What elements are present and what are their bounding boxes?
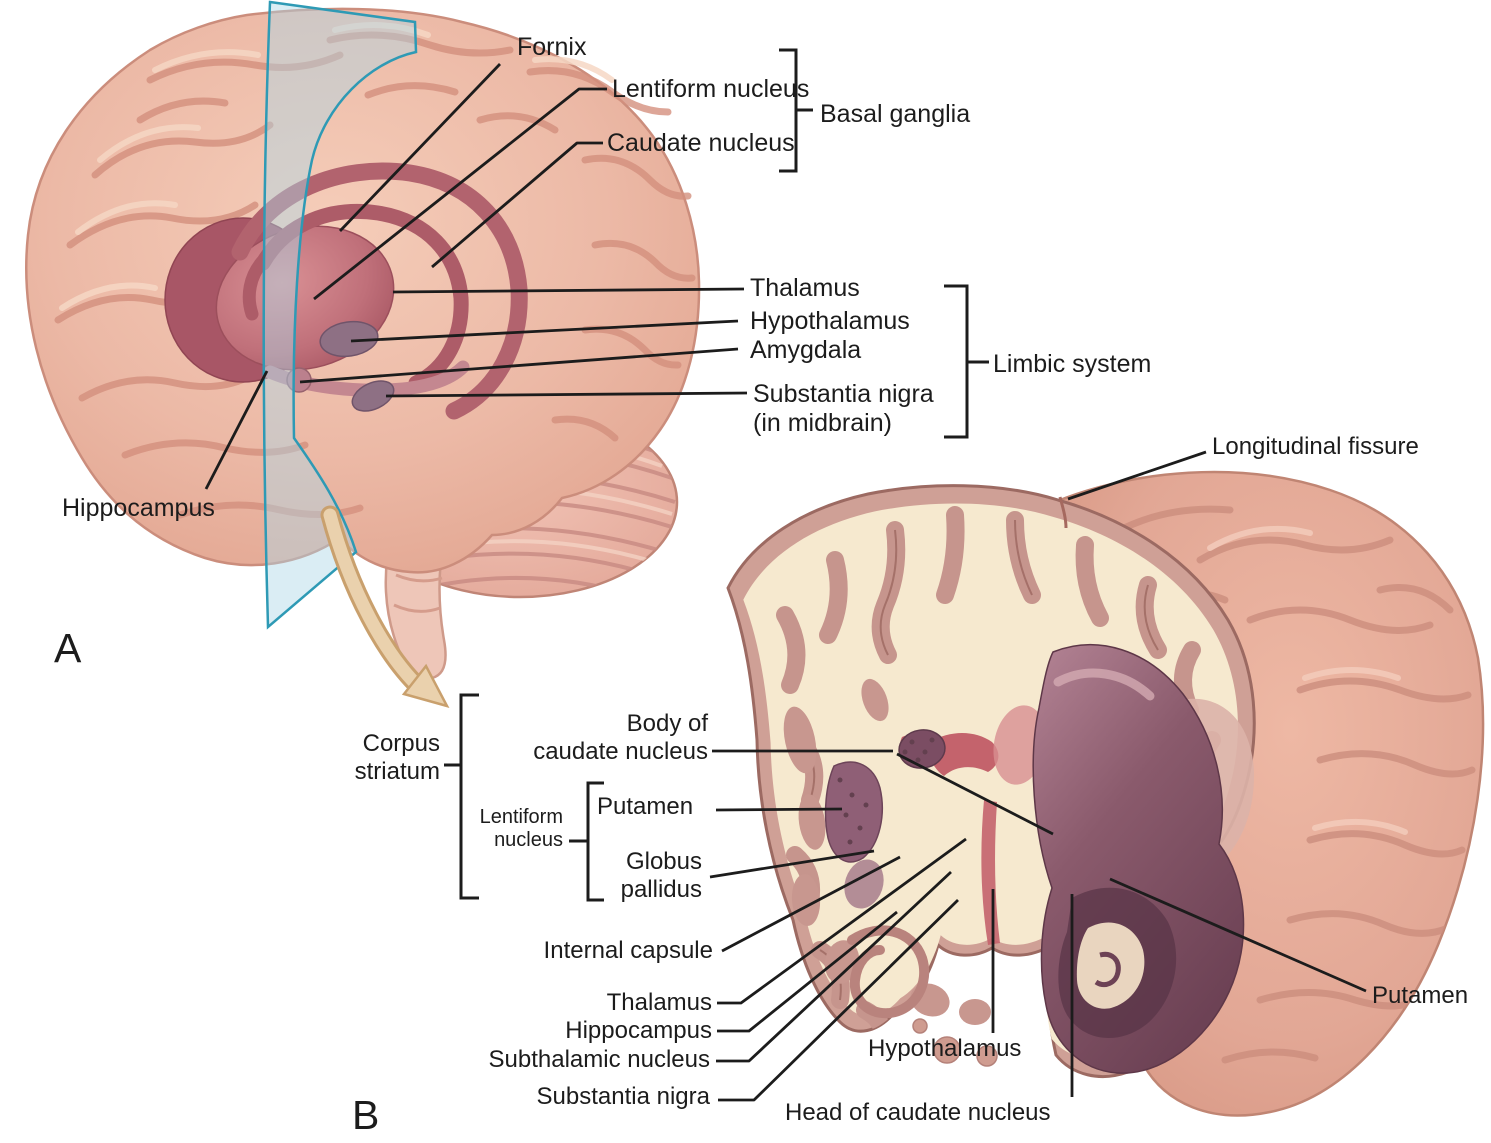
label-corpus-striatum-line2: striatum <box>354 757 440 785</box>
label-body-of-caudate-line2: caudate nucleus <box>533 737 708 765</box>
leader-hippocampus-a <box>204 370 269 490</box>
hemisphere-gyri <box>1116 505 1476 1064</box>
leader-caudate-a <box>431 141 603 269</box>
label-thalamus-a: Thalamus <box>750 274 860 302</box>
leader-fornix <box>338 63 502 232</box>
section-plane <box>262 0 418 630</box>
label-globus-line2: pallidus <box>620 875 702 903</box>
longitudinal-fissure-notch <box>1058 496 1068 529</box>
leader-lines <box>204 63 1367 1102</box>
label-substantia-nigra-a-line2: (in midbrain) <box>753 409 892 437</box>
label-amygdala: Amygdala <box>750 336 862 364</box>
label-longitudinal-fissure: Longitudinal fissure <box>1212 433 1419 460</box>
label-subthalamic-nucleus: Subthalamic nucleus <box>488 1046 710 1073</box>
midline-bumps <box>912 1018 998 1067</box>
label-substantia-nigra-b: Substantia nigra <box>536 1083 710 1110</box>
leader-hippocampus-b <box>717 910 898 1033</box>
label-hypothalamus-a: Hypothalamus <box>750 307 910 335</box>
fornix-column <box>242 255 269 321</box>
panel-letter-b: B <box>352 1092 380 1138</box>
label-thalamus-b: Thalamus <box>606 989 712 1016</box>
panel-a-brain-illustration <box>25 0 701 708</box>
substantia-nigra-structure <box>351 380 395 412</box>
left-basal-nuclei <box>824 729 946 909</box>
brackets <box>444 48 989 902</box>
label-substantia-nigra-a: Substantia nigra (in midbrain) <box>753 380 934 438</box>
bracket-limbic-system <box>944 284 989 439</box>
label-hypothalamus-b: Hypothalamus <box>868 1035 1022 1062</box>
hypothalamus-structure <box>319 320 379 358</box>
label-internal-capsule: Internal capsule <box>543 937 713 964</box>
bracket-corpus-striatum <box>444 693 479 900</box>
hippocampus-curl <box>847 925 930 1019</box>
cerebrum-gyri <box>54 31 696 519</box>
label-lentiform-nucleus-b: Lentiform nucleus <box>480 806 563 852</box>
label-lentiform-nucleus-a: Lentiform nucleus <box>612 75 810 103</box>
bracket-lentiform-b <box>569 781 604 902</box>
label-hippocampus-a: Hippocampus <box>62 494 215 522</box>
leader-globus-pallidus <box>709 849 875 879</box>
cerebrum-gyri-highlights <box>59 22 615 311</box>
label-corpus-striatum-line1: Corpus <box>362 730 440 757</box>
leader-hypothalamus-a <box>350 319 739 343</box>
leader-subthalamic <box>716 870 952 1063</box>
fornix-arc <box>255 203 469 391</box>
label-body-of-caudate: Body of caudate nucleus <box>533 710 708 766</box>
label-putamen-right: Putamen <box>1372 982 1469 1009</box>
label-limbic-system: Limbic system <box>993 350 1152 378</box>
label-head-of-caudate: Head of caudate nucleus <box>785 1099 1051 1126</box>
leader-internal-capsule <box>721 855 901 953</box>
label-hippocampus-b: Hippocampus <box>565 1017 712 1044</box>
label-basal-ganglia: Basal ganglia <box>820 100 971 128</box>
panel-letter-a: A <box>54 625 82 671</box>
label-corpus-striatum: Corpus striatum <box>355 730 440 786</box>
leader-putamen-right <box>1109 877 1367 993</box>
right-basal-structure <box>1032 644 1255 1074</box>
label-body-of-caudate-line1: Body of <box>626 710 708 737</box>
leader-putamen-left <box>715 807 843 812</box>
label-caudate-nucleus-a: Caudate nucleus <box>607 129 795 157</box>
caudate-arc <box>231 162 528 420</box>
leader-body-of-caudate-2 <box>896 752 1054 836</box>
leader-substantia-nigra-b <box>718 899 959 1102</box>
leader-thalamus-b <box>717 837 967 1005</box>
deep-structures <box>164 162 528 420</box>
label-fornix: Fornix <box>517 33 587 61</box>
label-putamen-left: Putamen <box>597 793 694 820</box>
section-arrow <box>320 505 450 708</box>
label-globus-pallidus: Globus pallidus <box>621 848 702 904</box>
leader-longitudinal-fissure <box>1067 450 1207 501</box>
label-substantia-nigra-a-line1: Substantia nigra <box>753 380 934 408</box>
label-globus-line1: Globus <box>625 848 702 875</box>
label-lentiform-b-line2: nucleus <box>494 829 563 851</box>
bracket-basal-ganglia <box>779 48 813 173</box>
leader-thalamus-a <box>392 287 745 294</box>
leader-lentiform-a <box>313 87 607 301</box>
label-lentiform-b-line1: Lentiform <box>479 806 563 828</box>
panel-b-brain-illustration <box>726 470 1485 1117</box>
leader-substantia-nigra-a <box>385 391 748 398</box>
leader-amygdala-a <box>299 347 739 384</box>
